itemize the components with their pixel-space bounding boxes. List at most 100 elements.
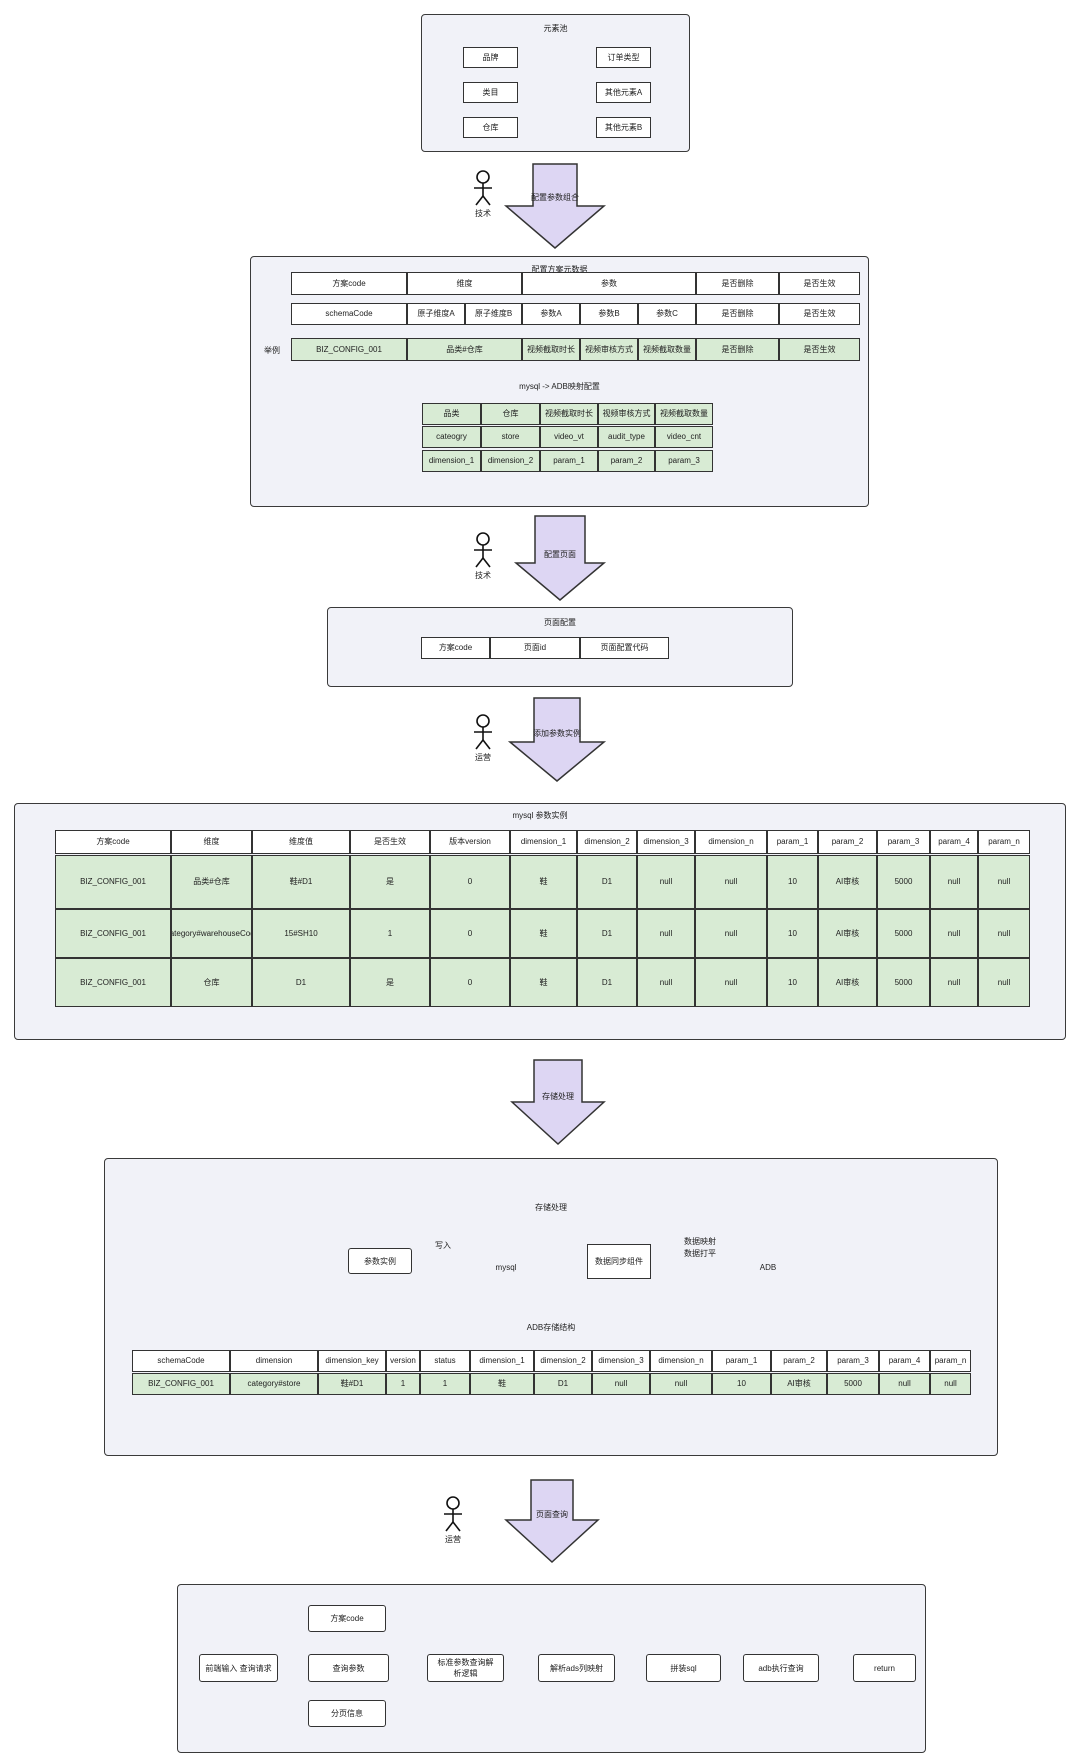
mapping-label: 数据映射 (684, 1237, 716, 1246)
mysql-header-cell-9: param_1 (767, 830, 818, 854)
mysql-row-0-cell-12: null (930, 855, 978, 909)
mysql-row-0-cell-7: null (637, 855, 695, 909)
mysql-row-0-cell-11: 5000 (877, 855, 930, 909)
mysql-row-2-cell-4: 0 (430, 958, 510, 1007)
meta-example-cell-5: 是否删除 (696, 338, 779, 361)
meta-schema-cell-6: 是否删除 (696, 303, 779, 325)
mysql-row-2-cell-5: 鞋 (510, 958, 577, 1007)
page-config-cell-2: 页面配置代码 (580, 637, 669, 659)
mysql-row-2-cell-6: D1 (577, 958, 637, 1007)
adb-header-cell-4: status (420, 1350, 470, 1372)
adb-row-cell-11: 5000 (827, 1373, 879, 1395)
write-label: 写入 (435, 1241, 451, 1250)
example-label: 举例 (264, 346, 280, 355)
flow-label-config-params: 配置参数组合 (531, 193, 579, 202)
mysql-row-0-cell-4: 0 (430, 855, 510, 909)
flow-arrow-shape-3 (507, 697, 607, 782)
pool-item-category: 类目 (463, 82, 518, 103)
meta-header-cell-0: 方案code (291, 272, 407, 295)
mysql-row-1-cell-10: AI审核 (818, 909, 877, 958)
mapping-row-1-cell-2: video_vt (540, 426, 598, 448)
mysql-row-1-cell-6: D1 (577, 909, 637, 958)
meta-schema-cell-2: 原子维度B (465, 303, 522, 325)
adb-row-cell-8: null (650, 1373, 712, 1395)
adb-row-cell-9: 10 (712, 1373, 771, 1395)
mysql-row-0-cell-1: 品类#仓库 (171, 855, 252, 909)
mysql-row-1-cell-1: Category#warehouseCode (171, 909, 252, 958)
mysql-row-2-cell-0: BIZ_CONFIG_001 (55, 958, 171, 1007)
actor-icon-2 (474, 532, 492, 568)
mysql-row-0-cell-9: 10 (767, 855, 818, 909)
adb-row-cell-3: 1 (386, 1373, 420, 1395)
mysql-row-1-cell-4: 0 (430, 909, 510, 958)
meta-example-cell-1: 品类#仓库 (407, 338, 522, 361)
storage-panel (104, 1158, 998, 1456)
adb-header-cell-1: dimension (230, 1350, 318, 1372)
meta-schema-cell-4: 参数B (580, 303, 638, 325)
pool-item-order-type: 订单类型 (596, 47, 651, 68)
flow-label-add-instance: 添加参数实例 (533, 729, 581, 738)
mysql-row-1-cell-5: 鞋 (510, 909, 577, 958)
mysql-row-2-cell-8: null (695, 958, 767, 1007)
mapping-row-0-cell-3: 视频审核方式 (598, 403, 655, 425)
adb-row-cell-13: null (930, 1373, 971, 1395)
meta-schema-cell-3: 参数A (522, 303, 580, 325)
mysql-row-0-cell-5: 鞋 (510, 855, 577, 909)
mysql-header-cell-12: param_4 (930, 830, 978, 854)
return-box: return (853, 1654, 916, 1682)
mysql-row-0-cell-3: 是 (350, 855, 430, 909)
page-config-cell-1: 页面id (490, 637, 580, 659)
meta-schema-cell-5: 参数C (638, 303, 696, 325)
mysql-row-2-cell-12: null (930, 958, 978, 1007)
adb-header-cell-13: param_n (930, 1350, 971, 1372)
mapping-row-1-cell-1: store (481, 426, 540, 448)
element-pool-title: 元素池 (543, 24, 568, 33)
adb-row-cell-10: AI审核 (771, 1373, 827, 1395)
meta-example-cell-4: 视频截取数量 (638, 338, 696, 361)
pool-item-other-a: 其他元素A (596, 82, 651, 103)
adb-structure-title: ADB存储结构 (526, 1323, 576, 1332)
mysql-header-cell-7: dimension_3 (637, 830, 695, 854)
mysql-header-cell-10: param_2 (818, 830, 877, 854)
actor-icon-4 (444, 1496, 462, 1532)
mysql-header-cell-13: param_n (978, 830, 1030, 854)
meta-header-cell-2: 参数 (522, 272, 696, 295)
meta-example-cell-3: 视频审核方式 (580, 338, 638, 361)
adb-header-cell-0: schemaCode (132, 1350, 230, 1372)
mysql-row-2-cell-3: 是 (350, 958, 430, 1007)
meta-example-cell-2: 视频截取时长 (522, 338, 580, 361)
mapping-row-2-cell-0: dimension_1 (422, 450, 481, 472)
mysql-header-cell-6: dimension_2 (577, 830, 637, 854)
actor-label-ops-1: 运营 (475, 753, 491, 762)
mysql-row-2-cell-2: D1 (252, 958, 350, 1007)
mysql-row-0-cell-8: null (695, 855, 767, 909)
meta-schema-cell-0: schemaCode (291, 303, 407, 325)
actor-label-ops-2: 运营 (445, 1535, 461, 1544)
mapping-row-1-cell-3: audit_type (598, 426, 655, 448)
mysql-row-1-cell-12: null (930, 909, 978, 958)
mysql-row-2-cell-11: 5000 (877, 958, 930, 1007)
mysql-header-cell-4: 版本version (430, 830, 510, 854)
mysql-row-1-cell-13: null (978, 909, 1030, 958)
mysql-header-cell-8: dimension_n (695, 830, 767, 854)
meta-header-cell-1: 维度 (407, 272, 522, 295)
adb-header-cell-8: dimension_n (650, 1350, 712, 1372)
mysql-row-2-cell-13: null (978, 958, 1030, 1007)
mysql-row-1-cell-7: null (637, 909, 695, 958)
actor-icon-3 (474, 714, 492, 750)
mapping-row-0-cell-4: 视频截取数量 (655, 403, 713, 425)
flatten-label: 数据打平 (684, 1249, 716, 1258)
mysql-row-1-cell-9: 10 (767, 909, 818, 958)
mapping-row-0-cell-2: 视频截取时长 (540, 403, 598, 425)
mysql-header-cell-11: param_3 (877, 830, 930, 854)
meta-header-cell-4: 是否生效 (779, 272, 860, 295)
adb-header-cell-10: param_2 (771, 1350, 827, 1372)
adb-header-cell-6: dimension_2 (534, 1350, 592, 1372)
mysql-header-cell-3: 是否生效 (350, 830, 430, 854)
mysql-row-1-cell-3: 1 (350, 909, 430, 958)
meta-example-cell-0: BIZ_CONFIG_001 (291, 338, 407, 361)
page-config-cell-0: 方案code (421, 637, 490, 659)
adb-row-cell-0: BIZ_CONFIG_001 (132, 1373, 230, 1395)
mysql-row-2-cell-9: 10 (767, 958, 818, 1007)
mapping-row-1-cell-0: cateogry (422, 426, 481, 448)
